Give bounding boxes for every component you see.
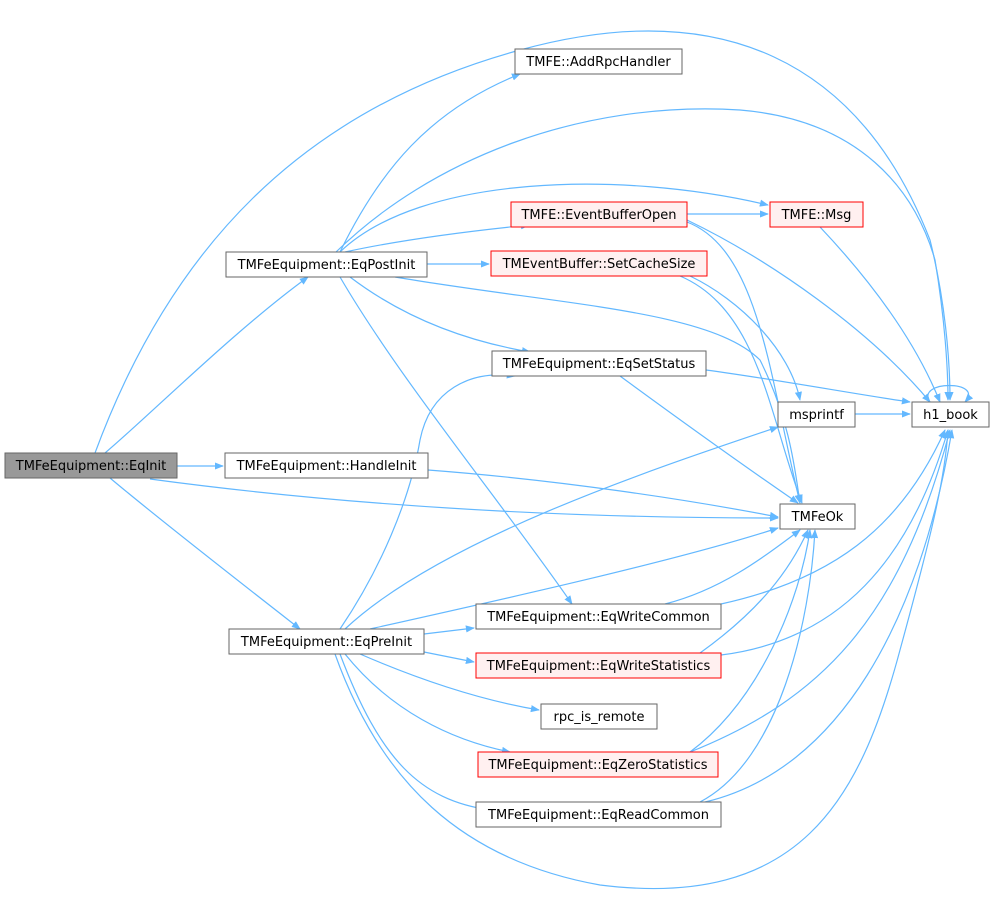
node-label: rpc_is_remote (554, 710, 645, 725)
node-eqinit[interactable]: TMFeEquipment::EqInit (4, 452, 178, 479)
edge-zerostats-to-h1book (689, 429, 952, 753)
edge-eqinit-to-tmfeok (149, 478, 779, 522)
node-evbufopen[interactable]: TMFE::EventBufferOpen (510, 201, 688, 228)
edge-preinit-to-tmfeok (369, 527, 779, 630)
edge-postinit-to-addrpc (339, 73, 521, 253)
node-box (4, 452, 178, 479)
edge-preinit-to-readcommon (339, 653, 491, 813)
edge-zerostats-to-tmfeok (689, 529, 813, 753)
node-box (228, 628, 425, 655)
edge-handleinit-to-tmfeok (427, 469, 779, 519)
node-label: TMFeEquipment::HandleInit (236, 459, 417, 474)
edge-postinit-to-writecommon (339, 276, 573, 605)
edge-setcache-to-tmfeok (679, 275, 803, 504)
edge-msg-to-h1book (819, 226, 941, 403)
node-addrpc[interactable]: TMFE::AddRpcHandler (514, 48, 683, 75)
edge-writecommon-to-h1book (720, 429, 946, 605)
node-box (224, 452, 429, 479)
node-box (475, 652, 722, 679)
node-box (225, 251, 428, 278)
edge-preinit-to-setstatus (339, 371, 516, 630)
edge-postinit-to-setstatus (349, 276, 531, 355)
edge-writestats-to-h1book (720, 429, 950, 656)
node-label: TMFeEquipment::EqReadCommon (487, 808, 709, 823)
edge-eqinit-to-postinit (104, 276, 309, 454)
edge-postinit-to-evbufopen (344, 222, 530, 253)
node-label: TMFE::EventBufferOpen (520, 208, 676, 223)
node-label: TMFeEquipment::EqInit (15, 459, 167, 474)
node-label: TMFeEquipment::EqPostInit (237, 258, 416, 273)
edge-eqinit-to-h1book (94, 30, 954, 454)
node-label: TMFeEquipment::EqZeroStatistics (487, 758, 707, 773)
node-label: TMFE::Msg (781, 208, 852, 223)
edge-preinit-to-msprintf (344, 426, 779, 630)
edge-evbufopen-to-h1book (686, 219, 931, 403)
node-label: TMFeOk (791, 510, 844, 525)
edges-layer (94, 30, 974, 890)
node-msg[interactable]: TMFE::Msg (769, 201, 864, 228)
node-writecommon[interactable]: TMFeEquipment::EqWriteCommon (475, 603, 722, 630)
node-box (490, 250, 708, 277)
node-box (911, 401, 990, 428)
edge-preinit-to-writecommon (423, 625, 475, 635)
node-box (540, 703, 658, 730)
edge-preinit-to-writestats (423, 651, 475, 664)
edge-h1book-to-h1book (927, 384, 974, 403)
node-setstatus[interactable]: TMFeEquipment::EqSetStatus (491, 350, 707, 377)
node-postinit[interactable]: TMFeEquipment::EqPostInit (225, 251, 428, 278)
node-box (779, 503, 856, 530)
edge-postinit-to-h1book (335, 108, 952, 401)
node-h1book[interactable]: h1_book (911, 401, 990, 428)
node-label: TMFeEquipment::EqWriteStatistics (486, 659, 711, 674)
node-label: TMFeEquipment::EqPreInit (240, 635, 412, 650)
edge-preinit-to-zerostats (344, 653, 511, 754)
edge-eqinit-to-preinit (109, 477, 301, 630)
node-readcommon[interactable]: TMFeEquipment::EqReadCommon (475, 801, 722, 828)
node-msprintf[interactable]: msprintf (777, 401, 856, 428)
node-rpcremote[interactable]: rpc_is_remote (540, 703, 658, 730)
node-label: TMFeEquipment::EqWriteCommon (486, 610, 710, 625)
edge-readcommon-to-h1book (704, 429, 955, 803)
node-box (769, 201, 864, 228)
node-box (475, 603, 722, 630)
edge-setcache-to-msprintf (689, 275, 802, 401)
edge-setstatus-to-h1book (705, 369, 911, 405)
node-box (491, 350, 707, 377)
node-box (510, 201, 688, 228)
node-label: TMEventBuffer::SetCacheSize (502, 257, 696, 272)
node-label: TMFE::AddRpcHandler (525, 55, 671, 70)
node-handleinit[interactable]: TMFeEquipment::HandleInit (224, 452, 429, 479)
edge-setstatus-to-tmfeok (619, 375, 799, 504)
node-setcache[interactable]: TMEventBuffer::SetCacheSize (490, 250, 708, 277)
node-box (475, 801, 722, 828)
edge-postinit-to-msg (339, 183, 769, 253)
node-writestats[interactable]: TMFeEquipment::EqWriteStatistics (475, 652, 722, 679)
edge-preinit-to-rpcremote (359, 653, 540, 713)
nodes-layer: TMFeEquipment::EqInit TMFE::AddRpcHandler… (4, 48, 990, 828)
edge-readcommon-to-tmfeok (699, 529, 819, 803)
node-tmfeok[interactable]: TMFeOk (779, 503, 856, 530)
edge-writecommon-to-tmfeok (664, 529, 801, 605)
edge-preinit-to-h1book (334, 429, 952, 890)
node-box (514, 48, 683, 75)
node-zerostats[interactable]: TMFeEquipment::EqZeroStatistics (477, 751, 719, 778)
node-box (777, 401, 856, 428)
edge-writestats-to-tmfeok (699, 529, 809, 654)
node-label: msprintf (789, 408, 844, 423)
node-label: h1_book (923, 408, 978, 423)
node-label: TMFeEquipment::EqSetStatus (502, 357, 696, 372)
node-box (477, 751, 719, 778)
edge-postinit-to-tmfeok (394, 276, 803, 504)
node-preinit[interactable]: TMFeEquipment::EqPreInit (228, 628, 425, 655)
